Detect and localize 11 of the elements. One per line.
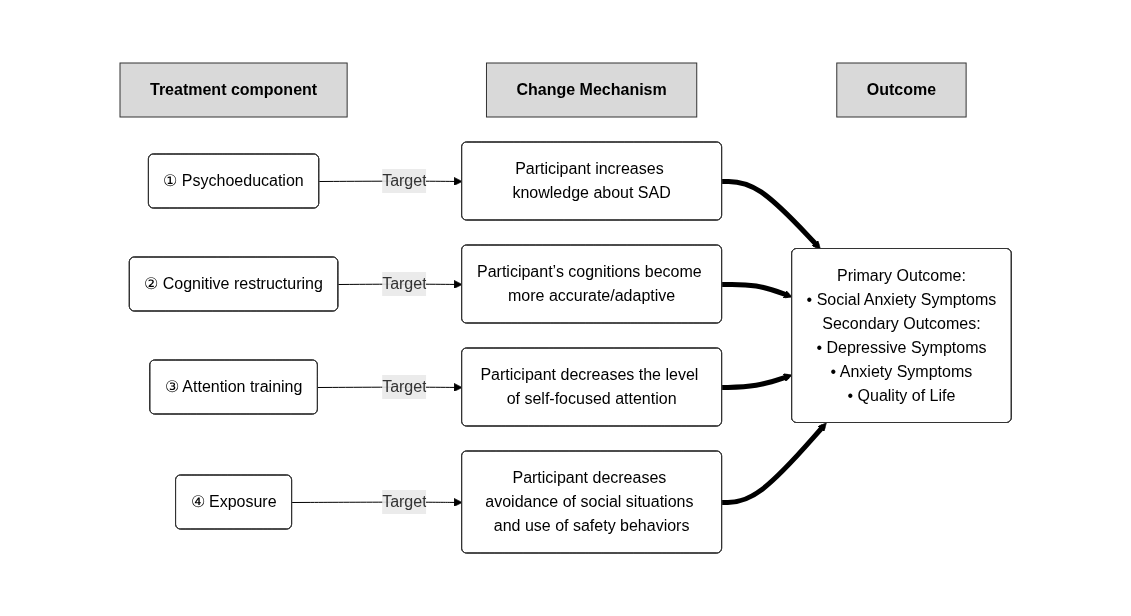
edge-label: Target bbox=[382, 172, 427, 189]
node-box: Change Mechanism bbox=[485, 62, 698, 118]
arrow bbox=[721, 422, 827, 505]
node-box: Outcome bbox=[836, 62, 967, 118]
edge-label: Target bbox=[382, 378, 427, 395]
edge-label: Target bbox=[382, 275, 427, 292]
arrow bbox=[721, 373, 793, 390]
node-box: Treatment component bbox=[119, 62, 348, 118]
arrow bbox=[721, 178, 821, 250]
edge-label: Target bbox=[382, 493, 427, 510]
arrow bbox=[721, 281, 793, 299]
